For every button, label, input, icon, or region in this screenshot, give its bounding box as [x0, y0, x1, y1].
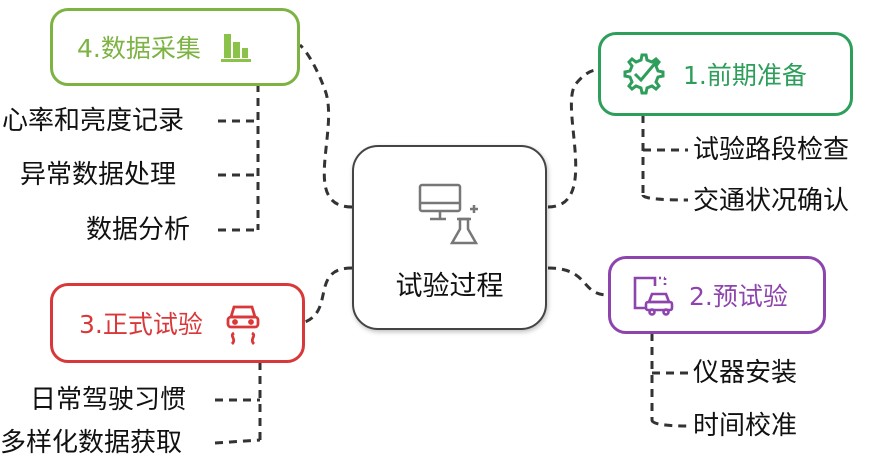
branch-title-formal: 3.正式试验	[79, 310, 203, 339]
leaf-pretest-2: 时间校准	[693, 411, 798, 441]
connector-center-formal	[304, 266, 353, 324]
center-node: 试验过程	[352, 145, 547, 330]
gear-check-icon	[623, 53, 665, 95]
branch-box-prep: 1.前期准备	[598, 32, 853, 116]
leaf-collect-3: 数据分析	[86, 215, 191, 245]
branch-box-collect: 4.数据采集	[50, 8, 300, 86]
branch-box-pretest: 2.预试验	[608, 256, 826, 334]
leaf-pretest-1: 仪器安装	[693, 358, 798, 388]
car-road-icon	[226, 305, 260, 345]
leaf-prep-2: 交通状况确认	[693, 186, 850, 216]
bar-chart-icon	[220, 34, 251, 62]
connector-center-collect	[298, 43, 353, 209]
branch-title-prep: 1.前期准备	[683, 61, 807, 90]
branch-title-pretest: 2.预试验	[689, 282, 788, 311]
leaf-formal-2: 多样化数据获取	[0, 428, 183, 458]
connector-center-pretest	[547, 266, 609, 297]
phone-car-icon	[633, 276, 674, 316]
leaf-prep-1: 试验路段检查	[693, 135, 850, 165]
leaf-collect-1: 心率和亮度记录	[2, 106, 185, 136]
branch-box-formal: 3.正式试验	[50, 283, 305, 363]
leaf-formal-1: 日常驾驶习惯	[30, 385, 187, 415]
leaf-collect-2: 异常数据处理	[20, 160, 177, 190]
branch-title-collect: 4.数据采集	[77, 34, 201, 63]
center-title: 试验过程	[395, 271, 504, 302]
computer-flask-icon	[418, 183, 479, 245]
connector-center-prep	[547, 68, 599, 209]
